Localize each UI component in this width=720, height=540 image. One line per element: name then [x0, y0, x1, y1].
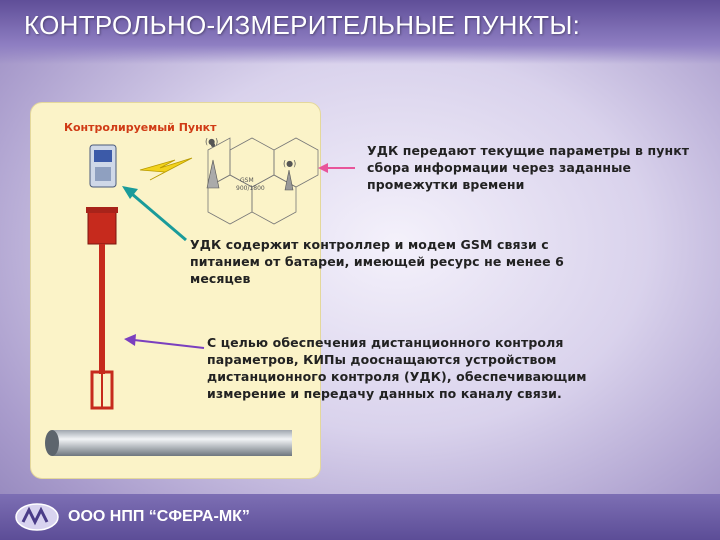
- hex-text-2: 900/1800: [236, 185, 265, 192]
- measurement-post: [86, 207, 118, 410]
- antenna-label-right: (●): [283, 159, 296, 168]
- hex-text-1: GSM: [240, 177, 254, 184]
- pipe: [45, 430, 292, 456]
- arrow-teal: [122, 186, 187, 242]
- title-bar: [0, 0, 720, 64]
- panel-label: Контролируемый Пункт: [64, 121, 217, 134]
- page-title: КОНТРОЛЬНО-ИЗМЕРИТЕЛЬНЫЕ ПУНКТЫ:: [24, 10, 581, 40]
- text-udk-transmit: УДК передают текущие параметры в пункт с…: [367, 143, 690, 192]
- udk-device-icon: [89, 144, 117, 188]
- text-udk-contents: УДК содержит контроллер и модем GSM связ…: [190, 237, 564, 286]
- arrow-pink: [318, 163, 355, 173]
- company-logo-icon: [15, 503, 59, 531]
- arrow-purple: [124, 334, 205, 349]
- antenna-icon: [206, 143, 294, 191]
- lightning-icon: [139, 157, 193, 181]
- footer-bar: [0, 494, 720, 540]
- antenna-label-top: (●): [205, 137, 218, 146]
- text-kip-purpose: С целью обеспечения дистанционного контр…: [207, 335, 587, 401]
- company-name: ООО НПП “СФЕРА-МК”: [68, 508, 250, 525]
- gsm-cells-diagram: [207, 137, 319, 225]
